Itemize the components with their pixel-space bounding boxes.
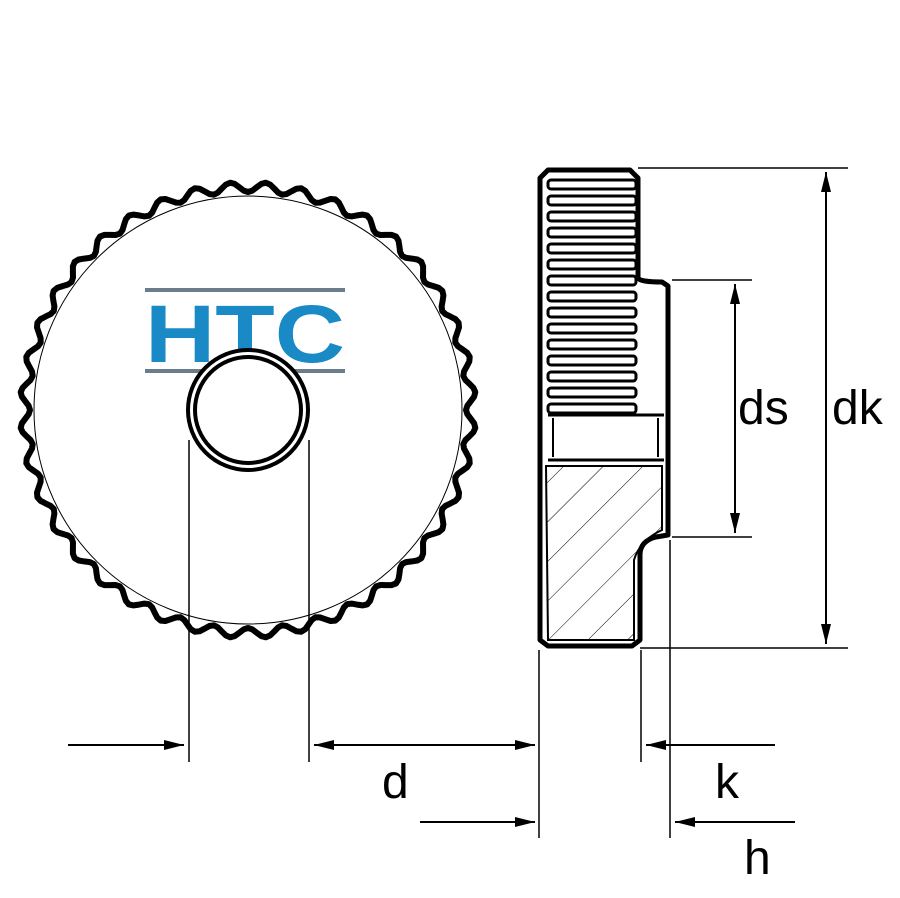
label-k: k	[715, 756, 740, 809]
knurl-groove	[546, 274, 638, 287]
knurl-groove	[546, 354, 638, 367]
bore-hole-outer	[186, 348, 310, 472]
knurl-groove	[546, 242, 638, 255]
knurl-groove	[546, 370, 638, 383]
knurl-groove	[546, 402, 638, 415]
knurl-groove	[546, 258, 638, 271]
label-h: h	[744, 832, 771, 885]
side-view	[537, 167, 671, 649]
section-hatch	[544, 465, 663, 641]
knurl-groove	[546, 178, 638, 191]
rim-inner-edge	[33, 195, 463, 625]
knurl-groove	[546, 194, 638, 207]
knurl-groove	[546, 386, 638, 399]
label-ds: ds	[738, 382, 789, 435]
front-view: HTC	[17, 179, 479, 762]
knurl-groove	[546, 338, 638, 351]
dimensions	[68, 167, 848, 838]
knurl-groove	[546, 322, 638, 335]
knurl-groove	[546, 210, 638, 223]
knurl-groove	[546, 306, 638, 319]
label-d: d	[382, 756, 409, 809]
bore-hole-inner	[193, 355, 303, 465]
label-dk: dk	[832, 382, 884, 435]
knurl-groove	[546, 290, 638, 303]
knurl-grooves	[546, 178, 638, 415]
knurl-groove	[546, 226, 638, 239]
